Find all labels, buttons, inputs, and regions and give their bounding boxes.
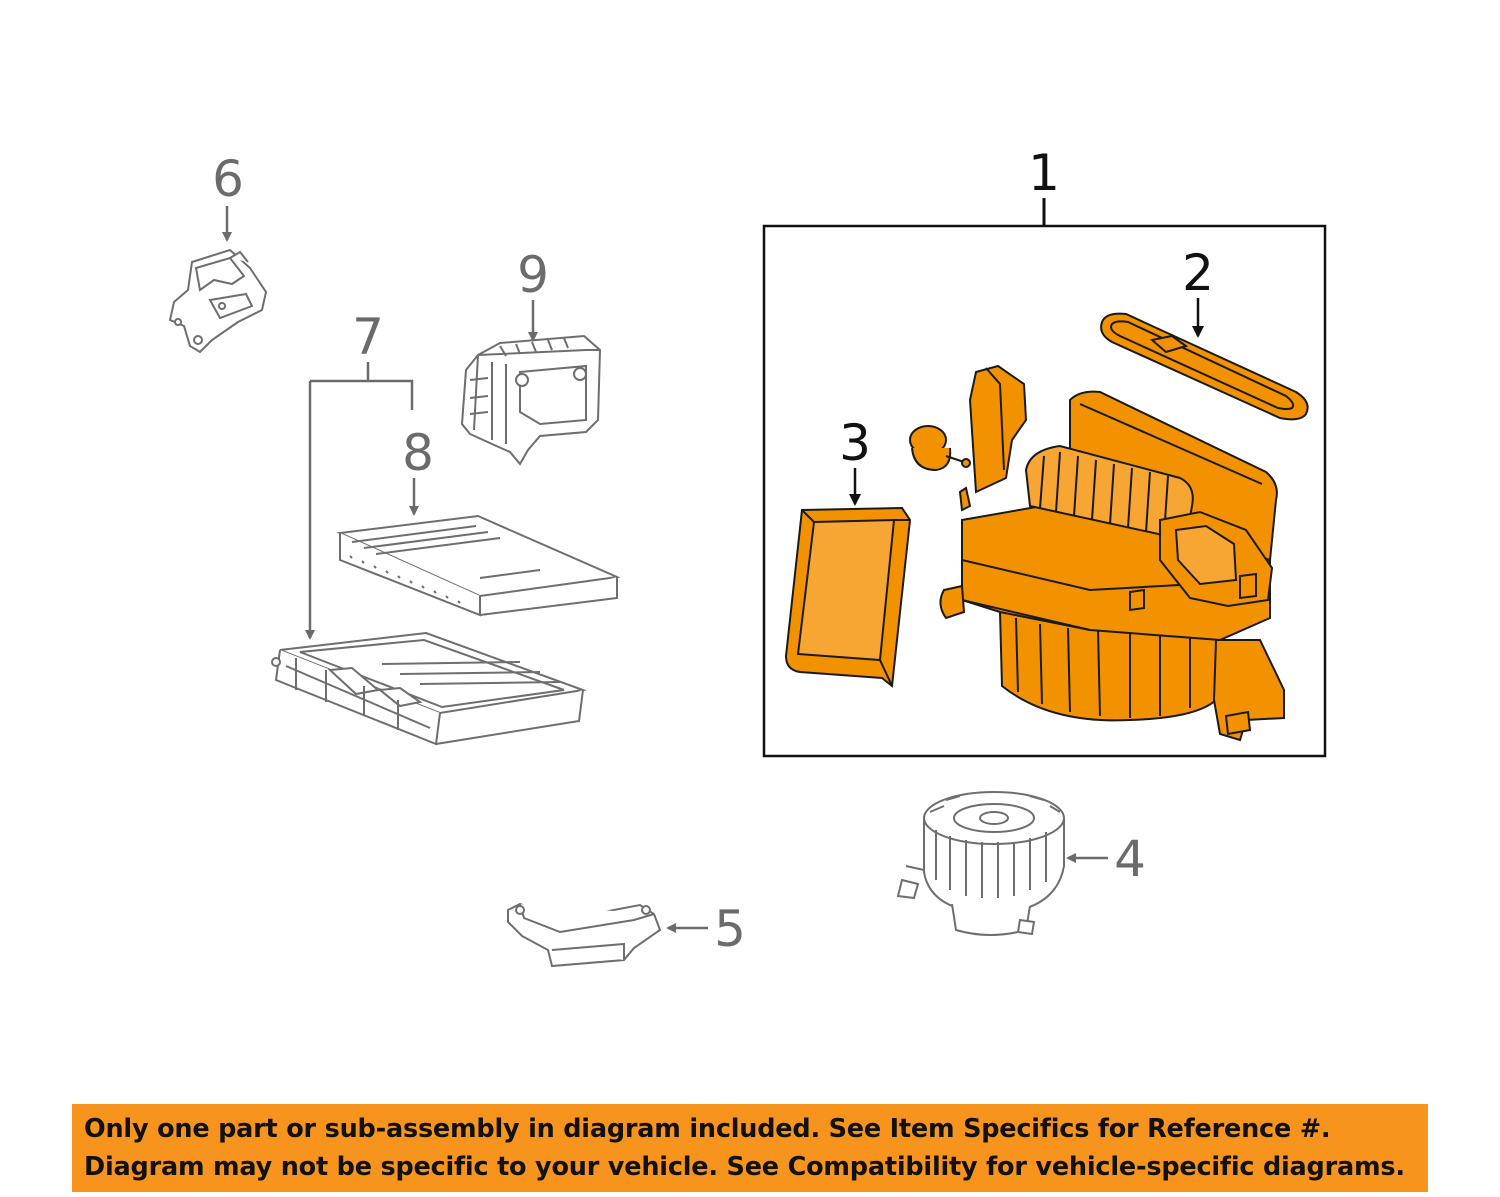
callout-1: 1 bbox=[1028, 144, 1060, 202]
part-4-blower-motor bbox=[896, 791, 1065, 936]
part-3-frame bbox=[784, 506, 912, 688]
leader-lines bbox=[222, 198, 1204, 933]
callout-8: 8 bbox=[402, 424, 434, 482]
callout-6: 6 bbox=[212, 150, 244, 208]
callout-4: 4 bbox=[1114, 830, 1146, 888]
callout-3: 3 bbox=[839, 414, 871, 472]
part-6-damper-actuator bbox=[168, 248, 268, 354]
callout-7: 7 bbox=[352, 308, 384, 366]
part-8-cabin-filter bbox=[336, 514, 621, 617]
part-5-resistor bbox=[507, 902, 662, 968]
part-9-filter-cover bbox=[460, 334, 602, 466]
part-grommet bbox=[909, 425, 971, 472]
parts-diagram: 1 2 3 4 5 6 7 8 9 bbox=[168, 144, 1327, 968]
part-2-seal bbox=[1100, 312, 1309, 421]
callout-5: 5 bbox=[714, 900, 746, 958]
disclaimer-banner: Only one part or sub-assembly in diagram… bbox=[72, 1104, 1428, 1192]
callout-2: 2 bbox=[1182, 244, 1214, 302]
disclaimer-line-2: Diagram may not be specific to your vehi… bbox=[84, 1152, 1405, 1182]
leader-7-bracket bbox=[310, 362, 414, 410]
callout-9: 9 bbox=[517, 246, 549, 304]
part-1-blower-assembly bbox=[939, 364, 1285, 742]
disclaimer-line-1: Only one part or sub-assembly in diagram… bbox=[84, 1114, 1331, 1144]
part-7-filter-housing bbox=[271, 631, 587, 746]
